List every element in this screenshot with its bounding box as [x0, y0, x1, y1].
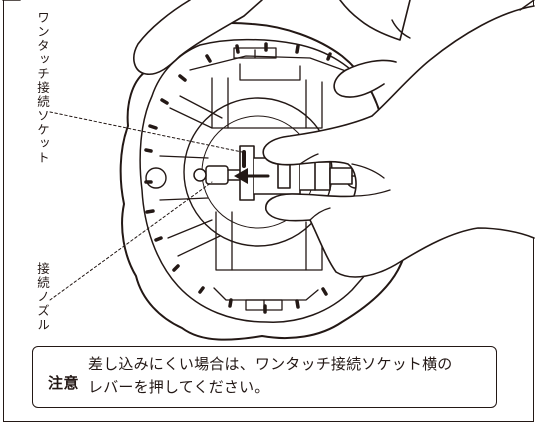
leader-lines — [49, 111, 243, 301]
upper-hand — [133, 0, 263, 76]
upper-hand-wrist — [339, 0, 411, 41]
label-connection-nozzle: 接続ノズル — [35, 262, 50, 332]
upper-panel — [159, 47, 355, 159]
caution-text: 差し込みにくい場合は、ワンタッチ接続ソケット横の レバーを押してください。 — [88, 353, 498, 399]
left-hole — [145, 167, 167, 189]
push-direction-arrow — [234, 168, 270, 184]
right-hand-finger-lines — [299, 153, 391, 221]
right-hand — [262, 5, 535, 278]
rim-tick-marks — [144, 42, 332, 314]
top-right-corner-mark — [519, 0, 535, 11]
caution-text-line-1: 差し込みにくい場合は、ワンタッチ接続ソケット横の — [88, 355, 453, 373]
caution-text-line-2: レバーを押してください。 — [88, 378, 270, 396]
connection-nozzle — [193, 165, 241, 185]
upper-hand-thumb — [391, 19, 411, 39]
caution-note: 注意 差し込みにくい場合は、ワンタッチ接続ソケット横の レバーを押してください。 — [32, 346, 497, 408]
right-thumb — [333, 59, 397, 98]
label-one-touch-socket: ワンタッチ接続ソケット — [35, 11, 50, 165]
caution-label: 注意 — [48, 374, 80, 392]
lower-panel — [159, 197, 323, 311]
